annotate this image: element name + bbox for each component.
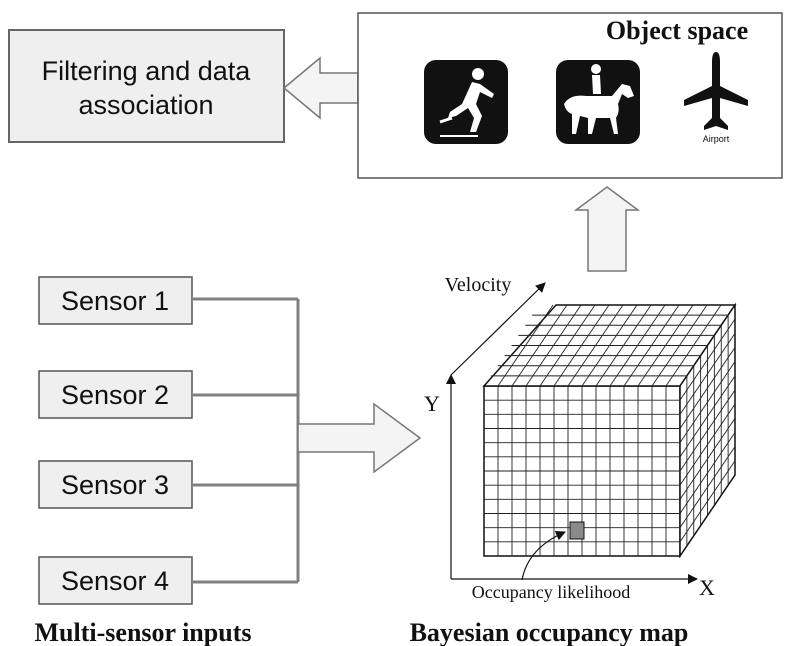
occupancy-likelihood-label: Occupancy likelihood bbox=[472, 582, 630, 602]
sensor-box-4: Sensor 4 bbox=[38, 556, 193, 605]
filter-box-line2: association bbox=[78, 90, 213, 120]
airplane-icon: Airport bbox=[684, 52, 748, 144]
sensor-box-3: Sensor 3 bbox=[38, 460, 193, 509]
skater-icon bbox=[424, 60, 508, 144]
sensor-label: Sensor 1 bbox=[61, 286, 169, 316]
sensor-label: Sensor 2 bbox=[61, 380, 169, 410]
arrow-to-occupancy-map bbox=[297, 402, 422, 474]
x-axis-label: X bbox=[699, 575, 715, 600]
arrow-to-object-space bbox=[573, 186, 641, 272]
sensor-bus-lines bbox=[192, 297, 300, 584]
filter-association-box: Filtering and data association bbox=[8, 29, 285, 143]
occupancy-axes bbox=[446, 282, 698, 584]
caption-occupancy-map: Bayesian occupancy map bbox=[410, 618, 689, 646]
horse-rider-icon bbox=[556, 60, 640, 144]
arrow-to-filter bbox=[282, 56, 359, 120]
occupancy-grid-cube bbox=[482, 302, 737, 559]
caption-multi-sensor: Multi-sensor inputs bbox=[35, 618, 252, 646]
object-space-title: Object space bbox=[606, 16, 748, 45]
object-space-box: Object space Airport bbox=[357, 12, 783, 179]
velocity-axis-label: Velocity bbox=[445, 274, 512, 296]
airport-label: Airport bbox=[703, 134, 730, 144]
highlighted-cell bbox=[569, 521, 585, 540]
filter-box-line1: Filtering and data bbox=[42, 56, 252, 86]
occupancy-pointer-line bbox=[521, 530, 566, 581]
sensor-box-2: Sensor 2 bbox=[38, 370, 193, 419]
velocity-axis bbox=[450, 282, 546, 376]
y-axis-label: Y bbox=[424, 391, 440, 416]
sensor-label: Sensor 4 bbox=[61, 566, 169, 596]
sensor-box-1: Sensor 1 bbox=[38, 276, 193, 325]
sensor-label: Sensor 3 bbox=[61, 470, 169, 500]
